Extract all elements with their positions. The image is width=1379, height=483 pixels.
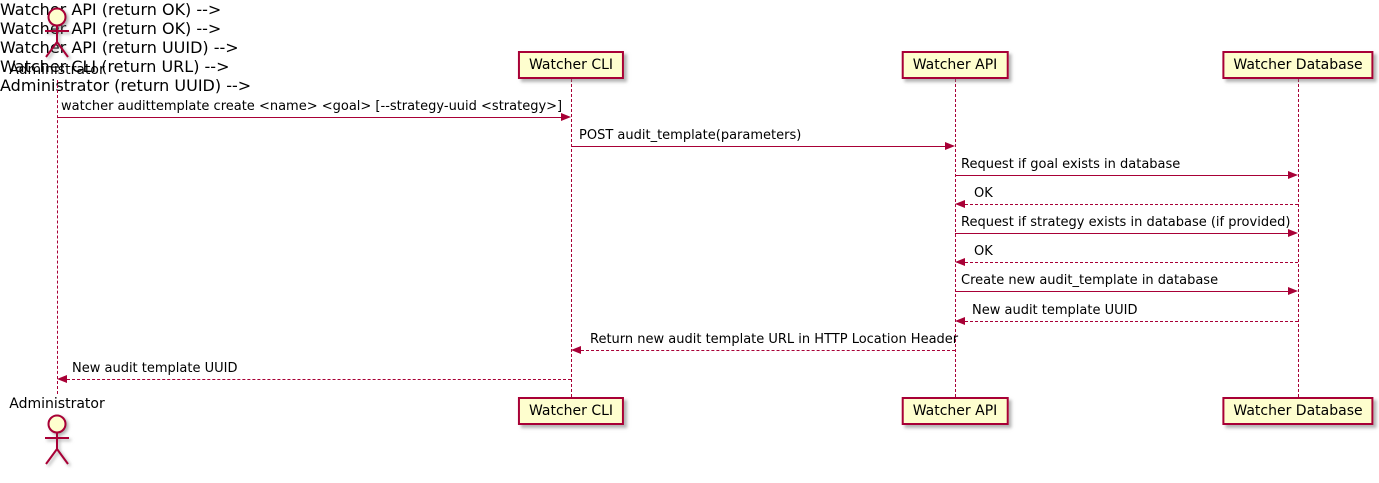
message-line — [965, 204, 1298, 205]
arrowhead-right-icon — [561, 113, 571, 121]
message-line — [955, 233, 1288, 234]
arrowhead-right-icon — [1288, 171, 1298, 179]
participant-watcher-database-bottom: Watcher Database — [1222, 397, 1374, 425]
message-label: OK — [974, 244, 993, 259]
arrowhead-left-icon — [955, 258, 965, 266]
arrowhead-left-icon — [571, 346, 581, 354]
message-line — [955, 291, 1288, 292]
message-label: Return new audit template URL in HTTP Lo… — [590, 332, 959, 347]
lifeline-watcher-api — [954, 79, 956, 397]
message-label: Request if strategy exists in database (… — [961, 215, 1291, 230]
participant-watcher-api-bottom: Watcher API — [901, 397, 1009, 425]
participant-watcher-cli-bottom: Watcher CLI — [517, 397, 625, 425]
arrowhead-left-icon — [57, 375, 67, 383]
message-line — [965, 262, 1298, 263]
message-line — [67, 379, 571, 380]
message-label: Request if goal exists in database — [961, 157, 1181, 172]
arrowhead-left-icon — [955, 200, 965, 208]
lifeline-administrator — [56, 80, 58, 394]
arrowhead-right-icon — [945, 142, 955, 150]
message-line — [571, 146, 945, 147]
message-label: New audit template UUID — [972, 303, 1138, 318]
message-label: Create new audit_template in database — [961, 273, 1219, 288]
message-label: New audit template UUID — [72, 361, 238, 376]
participant-watcher-api-top: Watcher API — [901, 51, 1009, 79]
message-line — [57, 117, 561, 118]
lifeline-watcher-database — [1297, 79, 1299, 397]
actor-label-top: Administrator — [9, 62, 105, 78]
actor-icon — [45, 414, 69, 465]
participant-watcher-cli-top: Watcher CLI — [517, 51, 625, 79]
lifeline-watcher-cli — [570, 79, 572, 397]
actor-label-bottom: Administrator — [9, 396, 105, 412]
actor-icon — [45, 7, 69, 58]
message-label: OK — [974, 186, 993, 201]
message-label: POST audit_template(parameters) — [579, 128, 802, 143]
arrowhead-right-icon — [1288, 287, 1298, 295]
message-line — [955, 175, 1288, 176]
participant-watcher-database-top: Watcher Database — [1222, 51, 1374, 79]
message-line — [965, 321, 1298, 322]
message-line — [581, 350, 955, 351]
arrowhead-left-icon — [955, 317, 965, 325]
message-label: watcher audittemplate create <name> <goa… — [61, 99, 563, 114]
arrowhead-right-icon — [1288, 229, 1298, 237]
